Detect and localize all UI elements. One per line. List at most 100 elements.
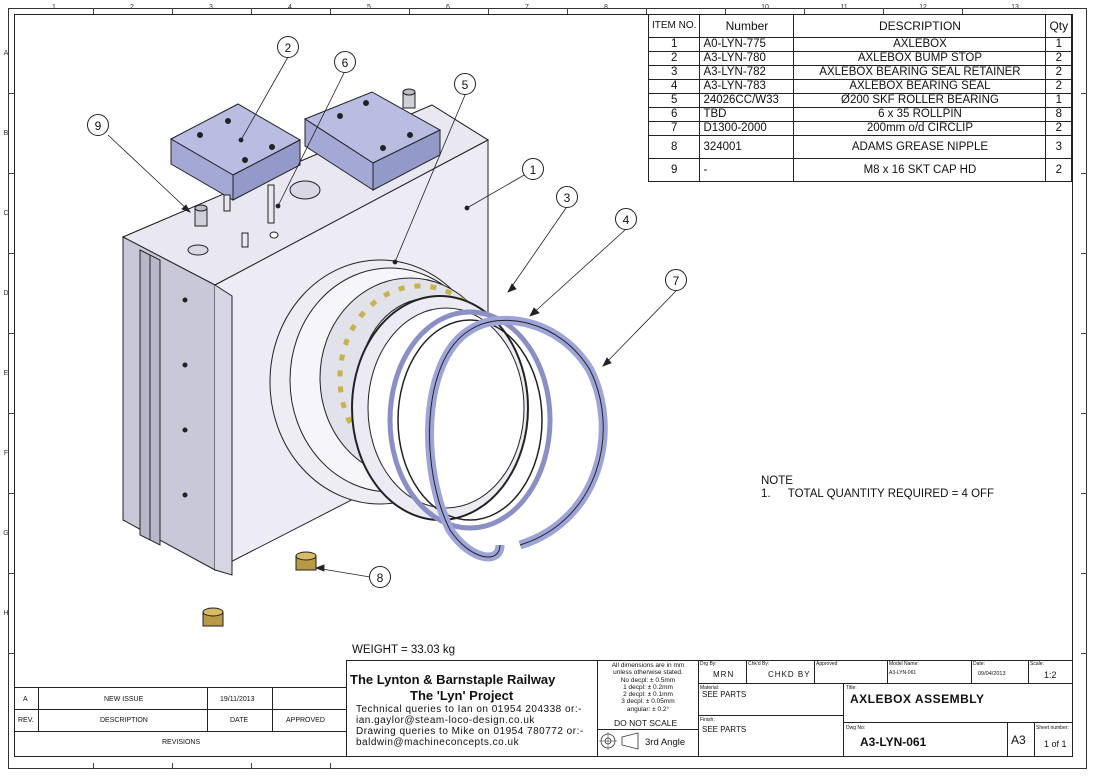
bom-description: ADAMS GREASE NIPPLE [793, 135, 1047, 159]
balloon-6: 6 [334, 51, 356, 73]
zone-label: 4 [288, 4, 292, 11]
zone-label: 6 [446, 4, 450, 11]
drawing-number-label: Dwg No: [846, 725, 866, 731]
zone-label: 2 [130, 4, 134, 11]
zone-label: 7 [525, 4, 529, 11]
zone-label: C [3, 210, 9, 217]
tolerance-line: All dimensions are in mm [611, 662, 685, 669]
bom-number: A3-LYN-780 [699, 51, 795, 66]
bom-header-number: Number [699, 14, 795, 38]
balloon-3: 3 [556, 186, 578, 208]
bom-header-row: ITEM NO. Number DESCRIPTION Qty [647, 14, 1073, 38]
zone-label: 3 [209, 4, 213, 11]
bom-item: 8 [647, 135, 701, 159]
balloon-4: 4 [615, 208, 637, 230]
revision-header-rev: REV. [18, 717, 34, 724]
contact-line-3: Drawing queries to Mike on 01954 780772 … [356, 726, 584, 737]
finish-value: SEE PARTS [702, 725, 747, 734]
drawing-note: NOTE 1. TOTAL QUANTITY REQUIRED = 4 OFF [761, 475, 994, 501]
tolerance-line: No decpl: ± 0.5mm [620, 676, 676, 684]
note-line-text: TOTAL QUANTITY REQUIRED = 4 OFF [787, 488, 995, 500]
balloon-5: 5 [454, 73, 476, 95]
rollpins-and-cap-screws [194, 88, 416, 248]
bom-item: 9 [647, 158, 701, 182]
checked-by-label: Chk'd By: [748, 661, 770, 667]
zone-label: 13 [1011, 4, 1019, 11]
bom-description: AXLEBOX BEARING SEAL [793, 79, 1047, 94]
bom-number: 324001 [699, 135, 795, 159]
zone-label: 12 [919, 4, 927, 11]
scale-label: Scale: [1030, 661, 1044, 667]
sheet-outer-border [8, 8, 1087, 769]
balloon-leaders [107, 56, 677, 578]
revision-header-date: DATE [230, 717, 249, 724]
bom-description: AXLEBOX BUMP STOP [793, 51, 1047, 66]
date-label: Date: [973, 661, 985, 667]
note-line-number: 1. [761, 488, 771, 500]
finish-label: Finish: [700, 717, 715, 723]
sheet-size: A3 [1011, 733, 1026, 747]
checked-by: CHKD BY [768, 670, 811, 679]
zone-label: A [3, 50, 9, 57]
zone-label: 5 [367, 4, 371, 11]
do-not-scale: DO NOT SCALE [614, 718, 678, 728]
circlip [425, 315, 608, 562]
drawn-by: MRN [713, 670, 735, 679]
model-name-label: Model Name: [889, 661, 919, 667]
bom-qty: 2 [1045, 158, 1073, 182]
sheet-number: 1 of 1 [1044, 739, 1067, 749]
projection-label: 3rd Angle [645, 737, 686, 748]
bearing-seal [387, 309, 553, 531]
weight-label: WEIGHT = 33.03 kg [352, 644, 456, 656]
bom-number: A3-LYN-782 [699, 65, 795, 80]
material-value: SEE PARTS [702, 690, 747, 699]
company-name: The Lynton & Barnstaple Railway [350, 672, 556, 687]
revision-description: NEW ISSUE [104, 696, 144, 703]
title-label: Title: [846, 685, 857, 691]
bom-header-item: ITEM NO. [647, 14, 701, 38]
bom-header-description: DESCRIPTION [793, 14, 1047, 38]
zone-label: H [3, 610, 9, 617]
balloon-1: 1 [522, 158, 544, 180]
third-angle-projection-icon [599, 732, 639, 750]
revision-letter: A [23, 696, 28, 703]
zone-label: 1 [52, 4, 56, 11]
note-line-1: 1. TOTAL QUANTITY REQUIRED = 4 OFF [761, 488, 994, 501]
material-label: Material: [700, 685, 720, 691]
bump-stops [169, 91, 442, 201]
bom-number: D1300-2000 [699, 121, 795, 136]
zone-label: E [3, 370, 9, 377]
revision-date: 19/11/2013 [220, 696, 255, 703]
zone-label: G [3, 530, 9, 537]
zone-label: F [3, 450, 9, 457]
zone-label: 8 [604, 4, 608, 11]
zone-label: B [3, 130, 9, 137]
revisions-footer: REVISIONS [162, 739, 201, 746]
drawing-title: AXLEBOX ASSEMBLY [850, 692, 985, 706]
zone-label: 10 [761, 4, 769, 11]
tolerance-line: 3 decpl: ± 0.05mm [621, 698, 675, 706]
sheet-number-label: Sheet number: [1036, 725, 1069, 731]
tolerance-line: 1 decpl: ± 0.2mm [623, 683, 673, 691]
model-name: A3-LYN-061 [889, 670, 917, 676]
bom-header-qty: Qty [1045, 14, 1073, 38]
balloon-2: 2 [277, 36, 299, 58]
contact-line-2: ian.gaylor@steam-loco-design.co.uk [356, 715, 535, 726]
tolerance-line: 2 decpl: ± 0.1mm [623, 691, 673, 699]
drawn-by-label: Drg By: [700, 661, 717, 667]
contact-line-4: baldwin@machineconcepts.co.uk [356, 737, 520, 748]
tolerance-note: All dimensions are in mm unless otherwis… [598, 662, 698, 713]
balloon-9: 9 [87, 114, 109, 136]
contact-line-1: Technical queries to Ian on 01954 204338… [356, 704, 582, 715]
bom-description: 200mm o/d CIRCLIP [793, 121, 1047, 136]
revision-header-description: DESCRIPTION [100, 717, 148, 724]
bom-description: M8 x 16 SKT CAP HD [793, 158, 1047, 182]
balloon-8: 8 [369, 566, 391, 588]
zone-label: 11 [840, 4, 848, 11]
